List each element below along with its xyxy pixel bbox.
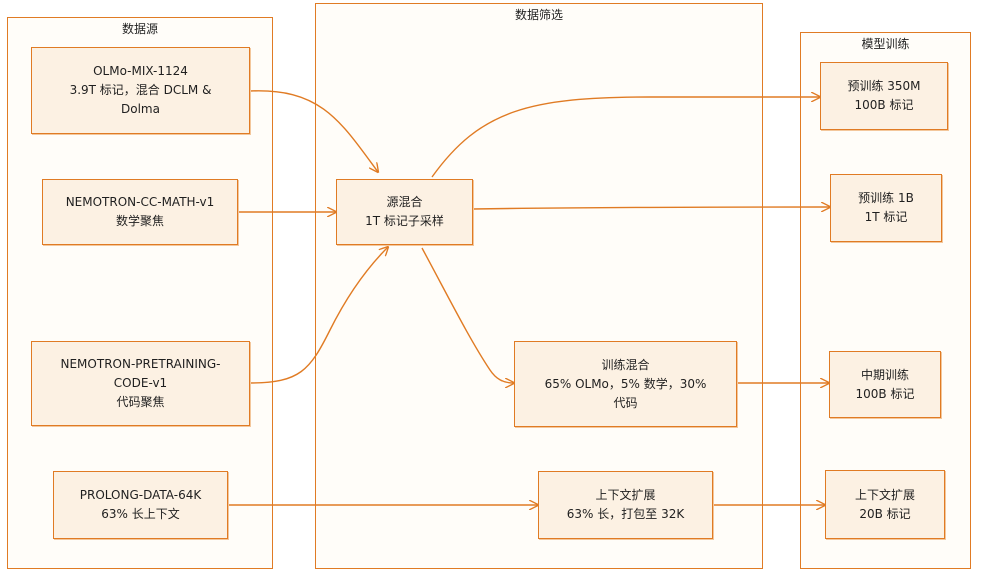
- node-train-mix[interactable]: 训练混合 65% OLMo，5% 数学，30% 代码: [514, 341, 737, 427]
- node-train-mix-line-1: 训练混合: [601, 357, 650, 372]
- node-pretrain-1b-line-1: 预训练 1B: [858, 191, 914, 205]
- node-nemotron-code[interactable]: NEMOTRON-PRETRAINING- CODE-v1 代码聚焦: [31, 341, 250, 426]
- group-title-data-filter: 数据筛选: [514, 8, 563, 22]
- node-pretrain-350m-line-2: 100B 标记: [854, 98, 914, 112]
- node-context-ext[interactable]: 上下文扩展 63% 长，打包至 32K: [538, 471, 713, 539]
- node-context-ext-line-1: 上下文扩展: [595, 488, 656, 502]
- node-context-ext-train-line-1: 上下文扩展: [854, 487, 915, 502]
- node-nemotron-math-line-2: 数学聚焦: [115, 214, 164, 228]
- node-pretrain-1b[interactable]: 预训练 1B 1T 标记: [830, 174, 942, 242]
- node-nemotron-code-line-1: NEMOTRON-PRETRAINING-: [60, 357, 221, 371]
- node-context-ext-train-line-2: 20B 标记: [859, 506, 911, 521]
- node-prolong-line-1: PROLONG-DATA-64K: [79, 488, 202, 502]
- node-olmo-mix-line-1: OLMo-MIX-1124: [93, 64, 188, 78]
- node-context-ext-train[interactable]: 上下文扩展 20B 标记: [825, 470, 945, 539]
- node-nemotron-math[interactable]: NEMOTRON-CC-MATH-v1 数学聚焦: [42, 179, 238, 245]
- group-title-data-sources: 数据源: [121, 22, 158, 36]
- node-nemotron-math-line-1: NEMOTRON-CC-MATH-v1: [65, 195, 215, 209]
- node-midtrain-line-2: 100B 标记: [855, 386, 915, 401]
- node-olmo-mix-line-3: Dolma: [121, 102, 160, 116]
- node-midtrain[interactable]: 中期训练 100B 标记: [829, 351, 941, 418]
- node-olmo-mix[interactable]: OLMo-MIX-1124 3.9T 标记，混合 DCLM & Dolma: [31, 47, 250, 134]
- node-source-mix-line-2: 1T 标记子采样: [365, 214, 444, 228]
- node-pretrain-350m[interactable]: 预训练 350M 100B 标记: [820, 62, 948, 130]
- node-train-mix-line-3: 代码: [613, 395, 638, 410]
- node-nemotron-code-line-2: CODE-v1: [113, 376, 168, 390]
- node-olmo-mix-line-2: 3.9T 标记，混合 DCLM &: [69, 83, 212, 97]
- node-context-ext-line-2: 63% 长，打包至 32K: [566, 507, 685, 521]
- group-title-model-training: 模型训练: [861, 37, 910, 51]
- node-midtrain-line-1: 中期训练: [860, 367, 909, 382]
- node-source-mix-line-1: 源混合: [386, 195, 423, 209]
- node-prolong-line-2: 63% 长上下文: [101, 507, 180, 521]
- node-train-mix-line-2: 65% OLMo，5% 数学，30%: [544, 376, 707, 391]
- node-nemotron-code-line-3: 代码聚焦: [116, 395, 165, 409]
- node-pretrain-350m-line-1: 预训练 350M: [847, 79, 921, 93]
- node-pretrain-1b-line-2: 1T 标记: [864, 210, 908, 224]
- node-prolong-data[interactable]: PROLONG-DATA-64K 63% 长上下文: [53, 471, 228, 539]
- node-source-mix[interactable]: 源混合 1T 标记子采样: [336, 179, 473, 245]
